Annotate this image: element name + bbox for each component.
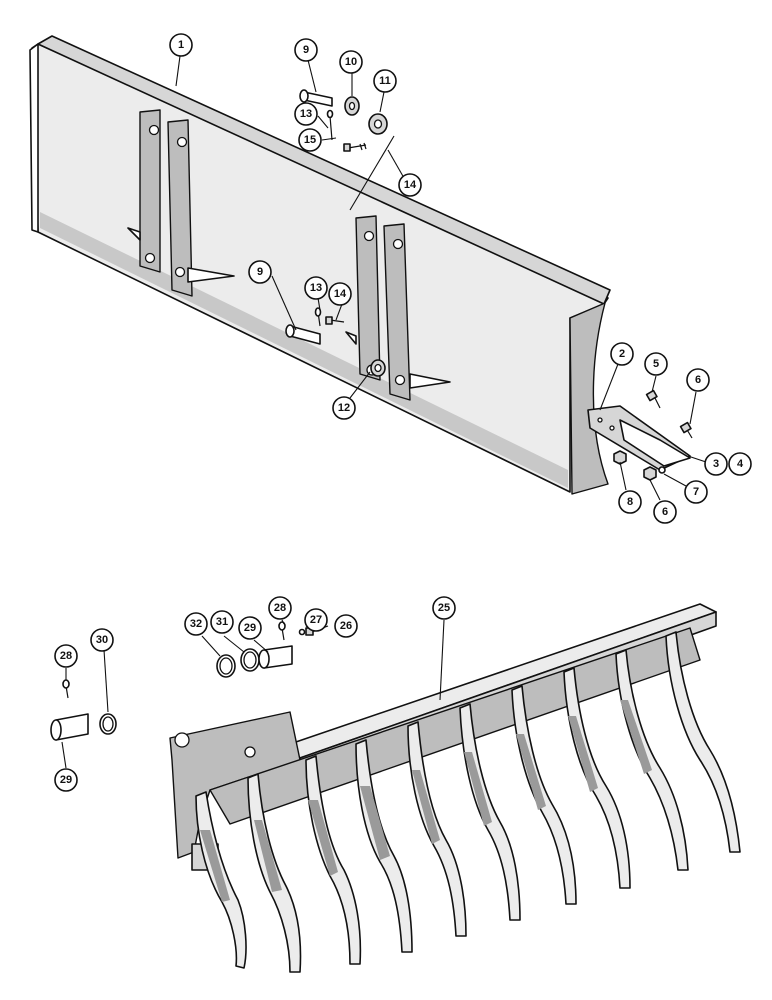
pin-icon (299, 89, 333, 107)
callout-6: 6 (686, 368, 710, 392)
root-rake-icon (169, 603, 741, 973)
callout-13b: 13 (304, 276, 328, 300)
leader-lines (61, 55, 707, 769)
svg-text:4: 4 (737, 458, 744, 470)
callout-4: 4 (728, 452, 752, 476)
svg-text:2: 2 (619, 348, 625, 360)
callout-32: 32 (184, 612, 208, 636)
end-bit-icon (619, 419, 691, 467)
svg-text:5: 5 (653, 358, 659, 370)
callout-7: 7 (684, 480, 708, 504)
bushing-icon (368, 113, 388, 135)
callout-10: 10 (339, 50, 363, 74)
svg-text:13: 13 (310, 282, 322, 294)
callout-29b: 29 (54, 768, 78, 792)
callout-6b: 6 (653, 500, 677, 524)
svg-text:13: 13 (300, 108, 312, 120)
svg-text:9: 9 (257, 266, 263, 278)
dozer-blade-icon (29, 35, 691, 495)
callout-9: 9 (294, 38, 318, 62)
snap-ring-icon (99, 648, 260, 735)
svg-text:29: 29 (60, 774, 72, 786)
callout-12: 12 (332, 396, 356, 420)
callout-15: 15 (298, 128, 322, 152)
nut-icon (613, 450, 666, 481)
callout-1: 1 (169, 33, 193, 57)
svg-text:28: 28 (274, 602, 286, 614)
callout-28: 28 (268, 596, 292, 620)
svg-text:12: 12 (338, 402, 350, 414)
svg-text:27: 27 (310, 614, 322, 626)
callout-31: 31 (210, 610, 234, 634)
callout-25: 25 (432, 596, 456, 620)
svg-text:15: 15 (304, 134, 316, 146)
svg-text:11: 11 (379, 75, 391, 87)
svg-text:3: 3 (713, 458, 719, 470)
svg-text:8: 8 (627, 496, 633, 508)
svg-text:14: 14 (334, 288, 347, 300)
svg-text:10: 10 (345, 56, 357, 68)
svg-text:32: 32 (190, 618, 202, 630)
svg-text:25: 25 (438, 602, 450, 614)
callout-5: 5 (644, 352, 668, 376)
svg-text:6: 6 (695, 374, 701, 386)
cotter-pin-icon (326, 109, 334, 141)
svg-text:30: 30 (96, 634, 108, 646)
callout-2: 2 (610, 342, 634, 366)
callout-28b: 28 (54, 644, 78, 668)
callout-9b: 9 (248, 260, 272, 284)
callout-3: 3 (704, 452, 728, 476)
callout-29: 29 (238, 616, 262, 640)
callout-26: 26 (334, 614, 358, 638)
svg-text:14: 14 (404, 179, 417, 191)
callout-27: 27 (304, 608, 328, 632)
callout-13: 13 (294, 102, 318, 126)
svg-text:26: 26 (340, 620, 352, 632)
callout-14: 14 (398, 173, 422, 197)
callout-8: 8 (618, 490, 642, 514)
callout-11: 11 (373, 69, 397, 93)
svg-text:28: 28 (60, 650, 72, 662)
svg-text:31: 31 (216, 616, 228, 628)
svg-text:29: 29 (244, 622, 256, 634)
bolt-icon (343, 142, 367, 152)
svg-text:9: 9 (303, 44, 309, 56)
callout-14b: 14 (328, 282, 352, 306)
callout-30: 30 (90, 628, 114, 652)
svg-text:1: 1 (178, 39, 184, 51)
svg-text:7: 7 (693, 486, 699, 498)
washer-icon (344, 96, 360, 116)
svg-text:6: 6 (662, 506, 668, 518)
